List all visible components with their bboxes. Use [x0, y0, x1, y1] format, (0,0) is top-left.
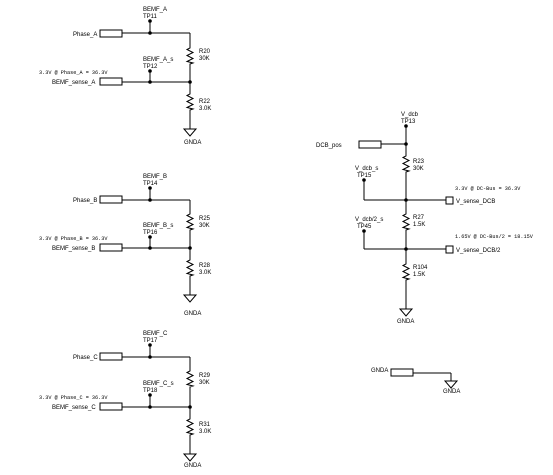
r31-ref: R31 — [199, 422, 211, 428]
r29-ref: R29 — [199, 373, 211, 379]
dcb-pos-port-label: DCB_pos — [316, 143, 342, 149]
gnda-label-c: GNDA — [184, 463, 201, 469]
tp45-net-label: V_dcb/2_s — [355, 217, 383, 223]
tp12-ref-label: TP12 — [143, 64, 158, 70]
gnda-symbol-tie — [444, 375, 458, 389]
phase-a-port-label: Phase_A — [73, 32, 97, 38]
gnda-symbol-a — [183, 123, 197, 137]
tp18-testpoint[interactable] — [148, 393, 152, 397]
r23-value: 30K — [413, 166, 424, 172]
tp17-net-label: BEMF_C — [143, 331, 168, 337]
gnda-label-b: GNDA — [184, 311, 201, 317]
r31-resistor[interactable] — [186, 416, 194, 438]
gnda-label-dcb: GNDA — [397, 319, 414, 325]
gnda-symbol-c — [183, 448, 197, 462]
bemf-sense-c-port[interactable] — [99, 402, 123, 411]
r31-value: 3.0K — [199, 429, 211, 435]
tp11-net-label: BEMF_A — [143, 7, 167, 13]
tp16-testpoint[interactable] — [148, 235, 152, 239]
tp11-testpoint[interactable] — [148, 19, 152, 23]
bemf-a-divider: BEMF_A TP11 Phase_A R20 30K BEMF_A_s TP1… — [39, 7, 211, 146]
tp18-ref-label: TP18 — [143, 388, 158, 394]
r20-ref: R20 — [199, 49, 211, 55]
bemf-b-divider: BEMF_B TP14 Phase_B R25 30K BEMF_B_s TP1… — [39, 174, 211, 317]
v-sense-dcb2-port[interactable] — [445, 245, 454, 254]
bemf-c-note: 3.3V @ Phase_C = 36.3V — [39, 395, 108, 401]
v-sense-dcb2-port-label: V_sense_DCB/2 — [456, 248, 501, 254]
r22-ref: R22 — [199, 99, 211, 105]
tp14-net-label: BEMF_B — [143, 174, 167, 180]
v-sense-dcb-port-label: V_sense_DCB — [456, 199, 495, 205]
r25-ref: R25 — [199, 216, 211, 222]
tp45-testpoint[interactable] — [362, 229, 366, 233]
r23-ref: R23 — [413, 159, 425, 165]
tp16-net-label: BEMF_B_s — [143, 223, 173, 229]
r22-resistor[interactable] — [186, 91, 194, 113]
tp17-ref-label: TP17 — [143, 338, 158, 344]
tp13-net-label: V_dcb — [401, 112, 419, 118]
dcb-note-2: 1.65V @ DC-Bus/2 = 18.15V — [455, 234, 534, 240]
bemf-sense-b-port[interactable] — [99, 243, 123, 252]
r27-value: 1.5K — [413, 222, 425, 228]
tp17-testpoint[interactable] — [148, 343, 152, 347]
r27-ref: R27 — [413, 215, 425, 221]
bemf-sense-a-port[interactable] — [99, 77, 123, 86]
v-sense-dcb-port[interactable] — [445, 196, 454, 205]
bemf-a-note: 3.3V @ Phase_A = 36.3V — [39, 70, 108, 76]
gnda-label-tie: GNDA — [443, 389, 460, 395]
tp15-net-label: V_dcb_s — [355, 166, 378, 172]
r22-value: 3.0K — [199, 106, 211, 112]
gnda-port[interactable] — [390, 368, 414, 377]
r25-resistor[interactable] — [186, 211, 194, 233]
phase-b-port[interactable] — [99, 195, 123, 204]
bemf-c-divider: BEMF_C TP17 Phase_C R29 30K BEMF_C_s TP1… — [39, 331, 211, 469]
tp18-net-label: BEMF_C_s — [143, 381, 174, 387]
dcb-note-1: 3.3V @ DC-Bus = 36.3V — [455, 186, 521, 192]
tp12-testpoint[interactable] — [148, 69, 152, 73]
r20-value: 30K — [199, 56, 210, 62]
r20-resistor[interactable] — [186, 45, 194, 67]
tp13-ref-label: TP13 — [401, 119, 416, 125]
r104-resistor[interactable] — [402, 261, 410, 283]
r104-value: 1.5K — [413, 272, 425, 278]
r104-ref: R104 — [413, 265, 428, 271]
tp12-net-label: BEMF_A_s — [143, 57, 173, 63]
tp14-testpoint[interactable] — [148, 186, 152, 190]
tp15-ref-label: TP15 — [357, 173, 372, 179]
bemf-sense-b-port-label: BEMF_sense_B — [52, 246, 95, 252]
bemf-b-note: 3.3V @ Phase_B = 36.3V — [39, 236, 108, 242]
gnda-symbol-dcb — [399, 303, 413, 317]
gnda-label-a: GNDA — [184, 140, 201, 146]
dcb-divider: V_dcb TP13 DCB_pos R23 30K V_dcb_s TP15 … — [316, 112, 534, 325]
phase-a-port[interactable] — [99, 29, 123, 38]
gnd-tie: GNDA GNDA — [371, 368, 460, 395]
tp45-ref-label: TP45 — [357, 224, 372, 230]
tp13-testpoint[interactable] — [404, 124, 408, 128]
tp11-ref-label: TP11 — [143, 14, 158, 20]
r27-resistor[interactable] — [402, 211, 410, 233]
tp15-testpoint[interactable] — [362, 178, 366, 182]
r23-resistor[interactable] — [402, 153, 410, 175]
r28-ref: R28 — [199, 263, 211, 269]
tp16-ref-label: TP16 — [143, 230, 158, 236]
bemf-sense-c-port-label: BEMF_sense_C — [52, 405, 96, 411]
r29-value: 30K — [199, 380, 210, 386]
bemf-sense-a-port-label: BEMF_sense_A — [52, 80, 95, 86]
gnda-port-label: GNDA — [371, 368, 388, 374]
r25-value: 30K — [199, 223, 210, 229]
gnda-symbol-b — [183, 289, 197, 303]
phase-c-port-label: Phase_C — [73, 355, 98, 361]
phase-c-port[interactable] — [99, 352, 123, 361]
r28-resistor[interactable] — [186, 257, 194, 279]
r29-resistor[interactable] — [186, 368, 194, 390]
r28-value: 3.0K — [199, 270, 211, 276]
dcb-pos-port[interactable] — [358, 140, 382, 149]
phase-b-port-label: Phase_B — [73, 198, 97, 204]
tp14-ref-label: TP14 — [143, 181, 158, 187]
